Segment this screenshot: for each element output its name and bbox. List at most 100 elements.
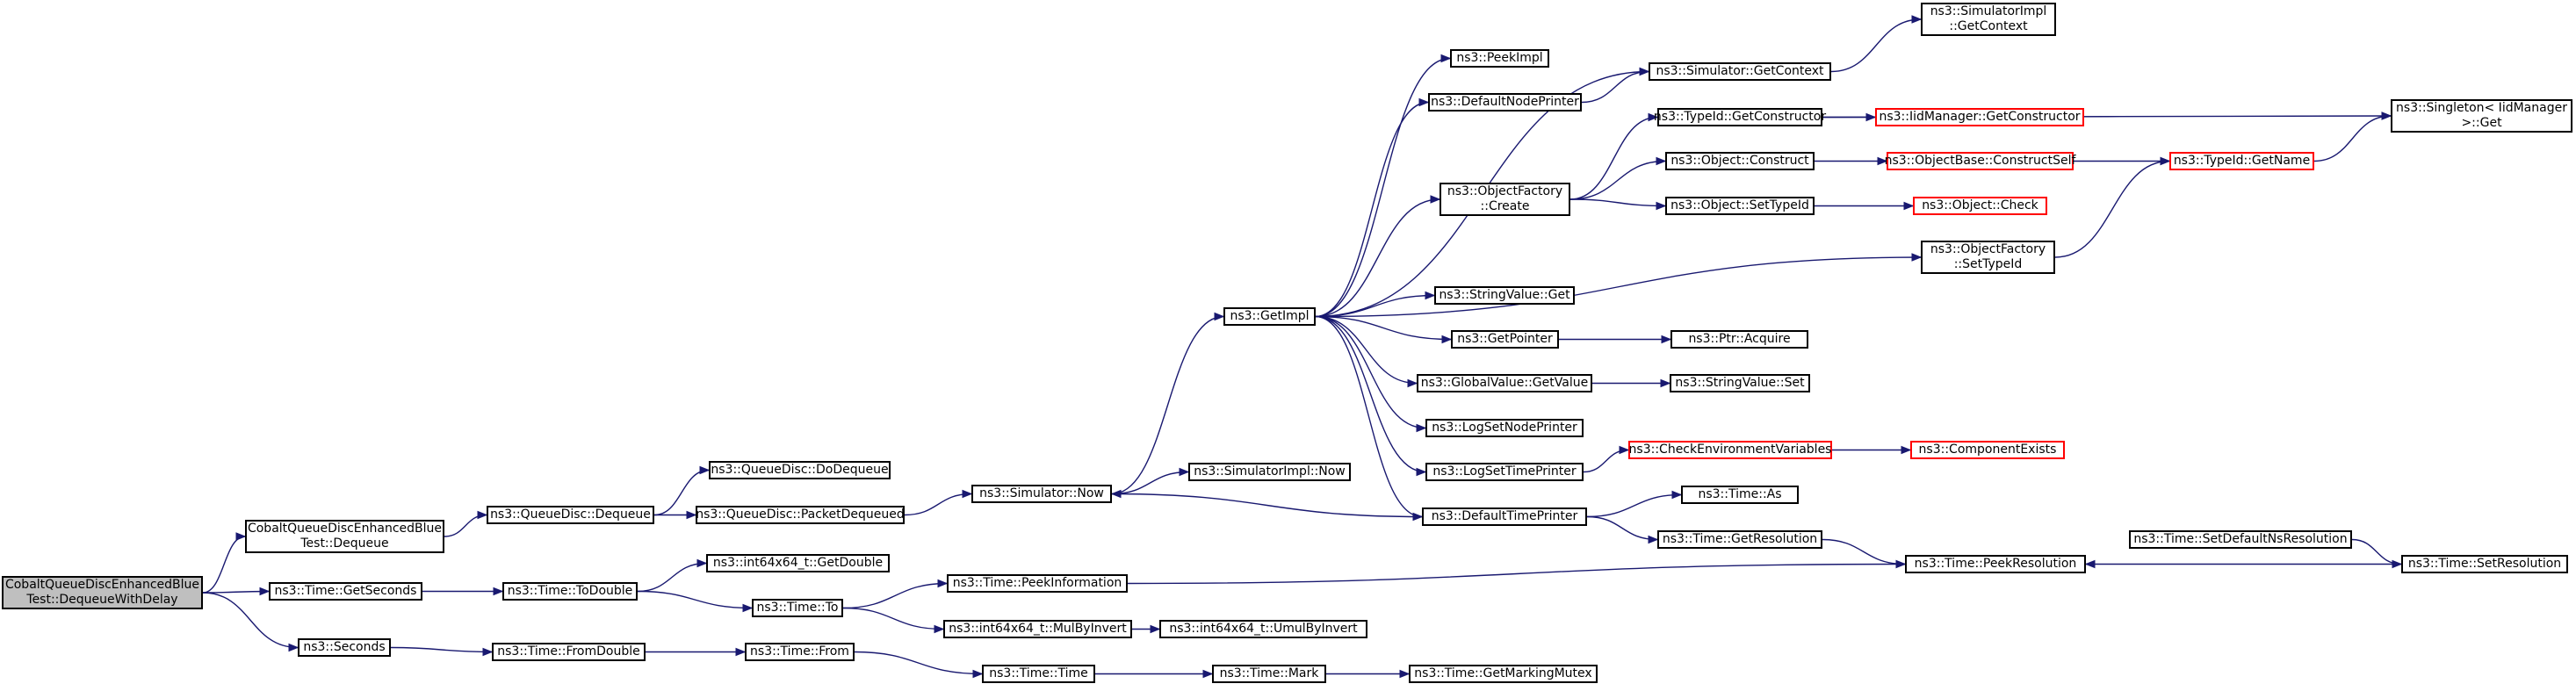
call-edge-arrowhead bbox=[1639, 67, 1650, 76]
graph-node-label: ns3::Time::GetSeconds bbox=[274, 584, 417, 598]
graph-node-objfactory-settypeid[interactable]: ns3::ObjectFactory::SetTypeId bbox=[1921, 241, 2055, 274]
call-edge-arrowhead bbox=[1416, 467, 1427, 477]
graph-node-qd-dequeue[interactable]: ns3::QueueDisc::Dequeue bbox=[487, 506, 654, 524]
graph-node-time-fromdouble[interactable]: ns3::Time::FromDouble bbox=[492, 643, 646, 661]
call-edge bbox=[1315, 315, 1418, 385]
graph-node-objfactory-create[interactable]: ns3::ObjectFactory::Create bbox=[1440, 183, 1570, 216]
graph-node-object-settypeid[interactable]: ns3::Object::SetTypeId bbox=[1665, 197, 1815, 215]
graph-node-simimpl-now[interactable]: ns3::SimulatorImpl::Now bbox=[1188, 463, 1351, 481]
graph-node-label: Test::DequeueWithDelay bbox=[26, 593, 178, 607]
graph-node-defaultnodeprinter[interactable]: ns3::DefaultNodePrinter bbox=[1428, 93, 1582, 112]
call-edge bbox=[1315, 294, 1435, 318]
graph-node-time-getmarkingmutex[interactable]: ns3::Time::GetMarkingMutex bbox=[1409, 665, 1598, 683]
graph-node-label: ns3::IidManager::GetConstructor bbox=[1879, 110, 2081, 124]
graph-node-time-time[interactable]: ns3::Time::Time bbox=[982, 665, 1095, 683]
graph-node-getpointer[interactable]: ns3::GetPointer bbox=[1451, 330, 1559, 349]
graph-node-label: ns3::CheckEnvironmentVariables bbox=[1628, 443, 1832, 457]
call-edge bbox=[1111, 493, 1423, 518]
graph-node-label: ns3::Time::FromDouble bbox=[497, 644, 640, 659]
graph-node-checkenvvars[interactable]: ns3::CheckEnvironmentVariables bbox=[1628, 441, 1832, 459]
call-edge bbox=[1315, 315, 1426, 429]
call-edge bbox=[1586, 493, 1682, 518]
graph-node-time-todouble[interactable]: ns3::Time::ToDouble bbox=[502, 582, 638, 601]
graph-node-int64-mulbyinvert[interactable]: ns3::int64x64_t::MulByInvert bbox=[943, 620, 1132, 638]
graph-node-label: ns3::int64x64_t::UmulByInvert bbox=[1169, 622, 1358, 636]
graph-node-time-as[interactable]: ns3::Time::As bbox=[1681, 486, 1799, 504]
call-edge-arrowhead bbox=[686, 510, 697, 520]
graph-node-label: ns3::Simulator::GetContext bbox=[1656, 64, 1824, 78]
call-edge bbox=[842, 582, 948, 609]
call-edge bbox=[1583, 449, 1629, 473]
graph-node-componentexists[interactable]: ns3::ComponentExists bbox=[1910, 441, 2065, 459]
graph-node-time-getseconds[interactable]: ns3::Time::GetSeconds bbox=[269, 582, 422, 601]
call-edge bbox=[1830, 18, 1922, 73]
graph-node-time-peekinfo[interactable]: ns3::Time::PeekInformation bbox=[947, 574, 1128, 593]
graph-node-label: ::SetTypeId bbox=[1953, 257, 2023, 271]
graph-node-sim-getcontext[interactable]: ns3::Simulator::GetContext bbox=[1649, 62, 1831, 81]
graph-node-time-to[interactable]: ns3::Time::To bbox=[752, 599, 843, 617]
call-edge-arrowhead bbox=[1441, 335, 1453, 344]
call-edge-arrowhead bbox=[934, 624, 945, 634]
call-edge-arrowhead bbox=[696, 558, 708, 568]
graph-node-time-setdefaultnsres[interactable]: ns3::Time::SetDefaultNsResolution bbox=[2129, 530, 2352, 549]
call-edge-arrowhead bbox=[1407, 378, 1418, 388]
graph-node-object-check[interactable]: ns3::Object::Check bbox=[1913, 197, 2047, 215]
call-edge-arrowhead bbox=[2160, 156, 2171, 166]
graph-node-iidmanager-getconstructor[interactable]: ns3::IidManager::GetConstructor bbox=[1875, 108, 2084, 126]
call-edge-arrowhead bbox=[1656, 201, 1667, 211]
graph-node-label: ns3::TypeId::GetName bbox=[2173, 154, 2311, 168]
graph-node-singleton-get[interactable]: ns3::Singleton< IidManager>::Get bbox=[2391, 99, 2572, 133]
graph-node-getimpl[interactable]: ns3::GetImpl bbox=[1223, 307, 1316, 326]
call-edge-arrowhead bbox=[742, 603, 754, 613]
call-edge-arrowhead bbox=[477, 510, 488, 520]
call-edge bbox=[1586, 515, 1658, 541]
call-edge bbox=[1111, 315, 1224, 495]
graph-node-stringvalue-set[interactable]: ns3::StringValue::Set bbox=[1670, 374, 1810, 392]
graph-node-time-getresolution[interactable]: ns3::Time::GetResolution bbox=[1657, 530, 1822, 549]
graph-node-time-peekresolution[interactable]: ns3::Time::PeekResolution bbox=[1905, 555, 2086, 573]
graph-node-qd-dodequeue[interactable]: ns3::QueueDisc::DoDequeue bbox=[709, 461, 891, 479]
call-edge bbox=[1315, 256, 1922, 318]
graph-node-sim-now[interactable]: ns3::Simulator::Now bbox=[971, 485, 1112, 503]
graph-node-time-from[interactable]: ns3::Time::From bbox=[745, 643, 855, 661]
call-edge-arrowhead bbox=[1619, 445, 1630, 455]
graph-node-time-mark[interactable]: ns3::Time::Mark bbox=[1212, 665, 1326, 683]
graph-node-label: ns3::GetPointer bbox=[1457, 332, 1553, 346]
graph-node-time-setresolution[interactable]: ns3::Time::SetResolution bbox=[2401, 555, 2568, 573]
call-edge bbox=[1315, 315, 1423, 518]
graph-node-label: ns3::Object::SetTypeId bbox=[1670, 198, 1809, 212]
graph-node-seconds[interactable]: ns3::Seconds bbox=[298, 638, 391, 657]
graph-node-int64-umulbyinvert[interactable]: ns3::int64x64_t::UmulByInvert bbox=[1159, 620, 1367, 638]
graph-node-defaulttimeprinter[interactable]: ns3::DefaultTimePrinter bbox=[1422, 507, 1587, 526]
graph-node-logsettimeprinter[interactable]: ns3::LogSetTimePrinter bbox=[1425, 463, 1584, 481]
call-edge-arrowhead bbox=[235, 532, 247, 541]
graph-node-label: ns3::QueueDisc::DoDequeue bbox=[711, 463, 889, 477]
graph-node-label: ns3::Singleton< IidManager bbox=[2396, 101, 2567, 115]
graph-node-label: ns3::Time::GetMarkingMutex bbox=[1414, 666, 1592, 680]
graph-node-objectbase-constructself[interactable]: ns3::ObjectBase::ConstructSelf bbox=[1885, 152, 2075, 170]
graph-node-logsetnodeprinter[interactable]: ns3::LogSetNodePrinter bbox=[1425, 419, 1584, 437]
graph-node-qd-packetdequeued[interactable]: ns3::QueueDisc::PacketDequeued bbox=[696, 506, 905, 524]
graph-node-label: ns3::ComponentExists bbox=[1918, 443, 2057, 457]
call-edge bbox=[1569, 116, 1658, 200]
graph-node-label: ns3::Simulator::Now bbox=[979, 486, 1104, 500]
graph-node-label: ns3::GetImpl bbox=[1230, 309, 1310, 323]
graph-node-globalvalue-getvalue[interactable]: ns3::GlobalValue::GetValue bbox=[1417, 374, 1592, 392]
graph-node-simimpl-getcontext[interactable]: ns3::SimulatorImpl::GetContext bbox=[1921, 3, 2056, 36]
call-edge-arrowhead bbox=[2381, 112, 2392, 120]
graph-node-object-construct[interactable]: ns3::Object::Construct bbox=[1665, 152, 1815, 170]
graph-node-label: ns3::Time::SetDefaultNsResolution bbox=[2133, 532, 2348, 546]
call-edge bbox=[904, 493, 972, 516]
graph-node-ptr-acquire[interactable]: ns3::Ptr::Acquire bbox=[1670, 330, 1808, 349]
graph-node-label: ns3::int64x64_t::GetDouble bbox=[712, 556, 884, 570]
graph-node-int64-getdouble[interactable]: ns3::int64x64_t::GetDouble bbox=[706, 554, 890, 572]
graph-node-label: ns3::QueueDisc::Dequeue bbox=[490, 507, 651, 522]
graph-node-peekimpl[interactable]: ns3::PeekImpl bbox=[1450, 49, 1549, 68]
graph-node-typeid-getconstructor[interactable]: ns3::TypeId::GetConstructor bbox=[1654, 108, 1826, 126]
graph-node-label: ns3::StringValue::Set bbox=[1675, 376, 1805, 390]
graph-node-typeid-getname[interactable]: ns3::TypeId::GetName bbox=[2169, 152, 2314, 170]
call-edge bbox=[854, 651, 983, 675]
graph-node-stringvalue-get[interactable]: ns3::StringValue::Get bbox=[1434, 286, 1575, 305]
call-edge-arrowhead bbox=[1150, 624, 1161, 634]
